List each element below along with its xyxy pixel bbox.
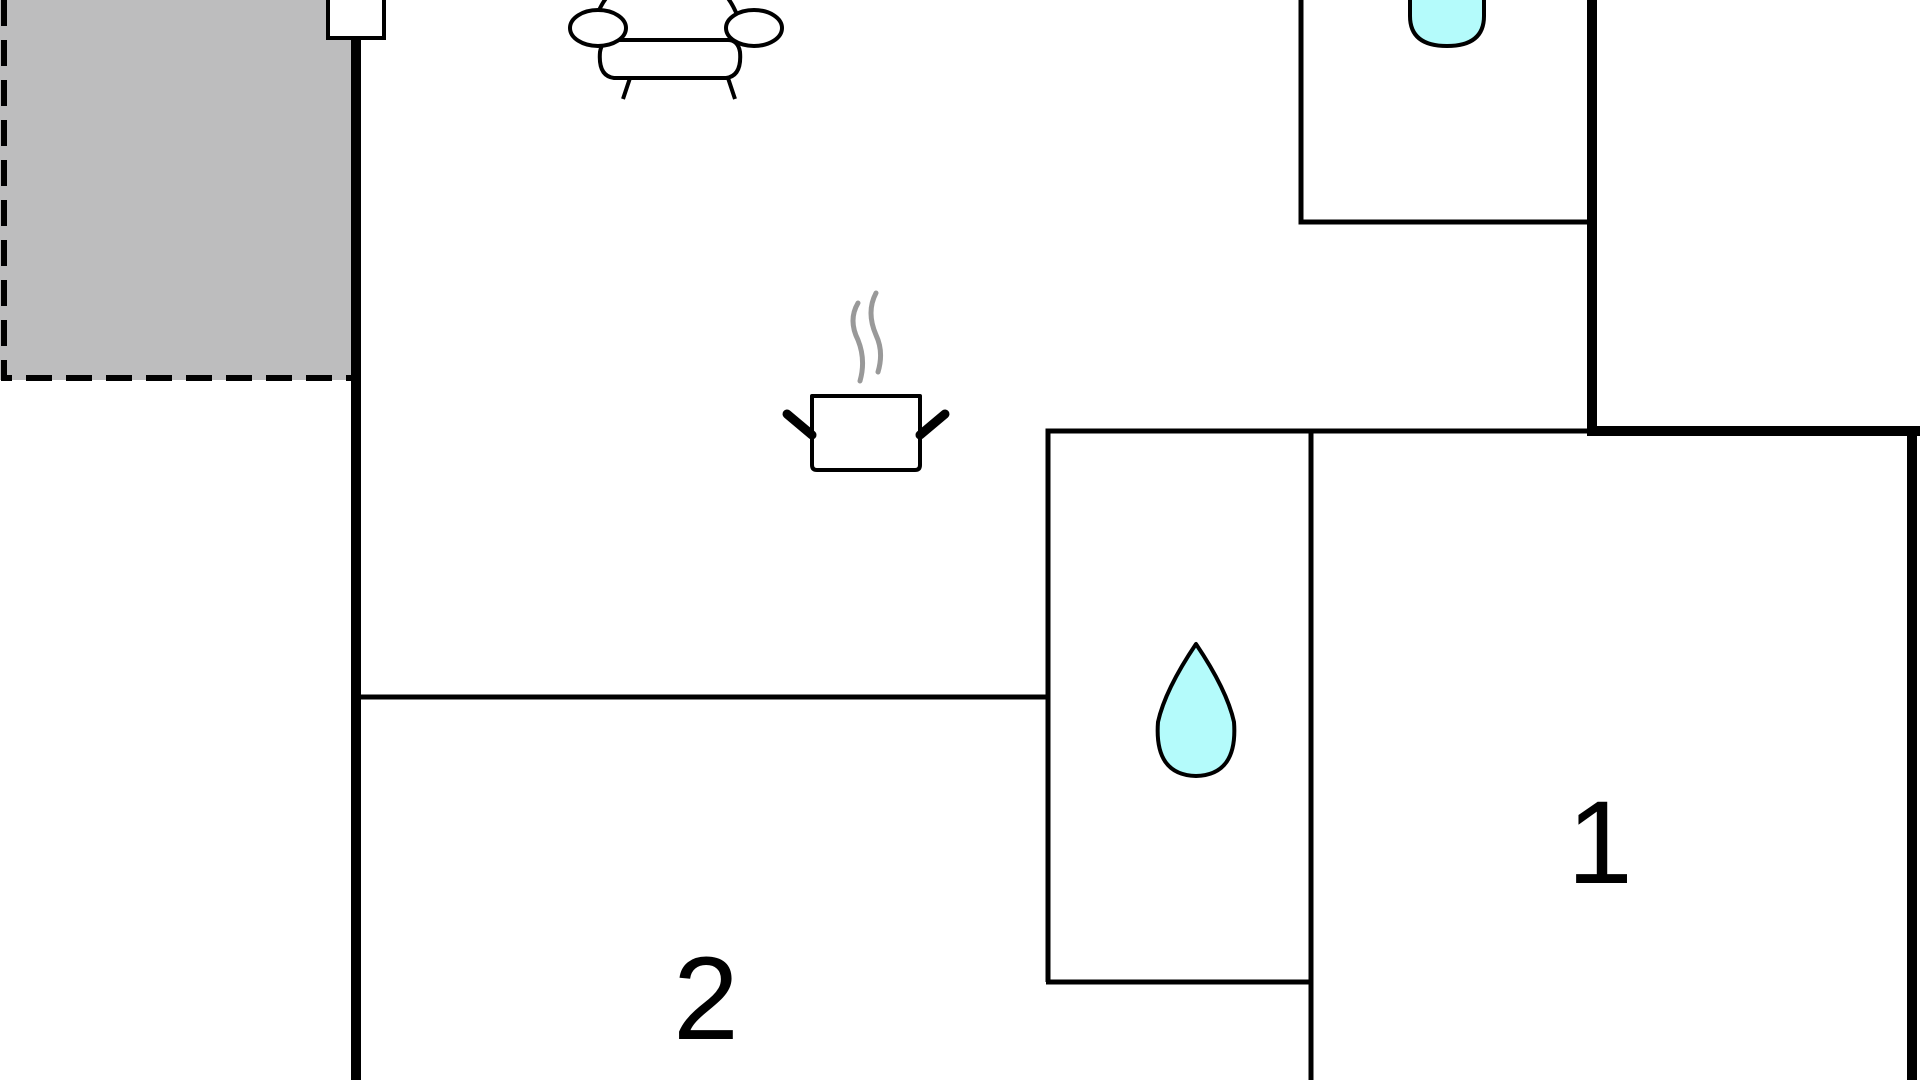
terrace-dashed-border (1, 0, 352, 381)
water-drop-icon (1408, 0, 1486, 48)
water-drop-icon (1155, 642, 1237, 778)
pot-body (810, 394, 922, 472)
bathroom-upper (1298, 0, 1590, 225)
terrace-area (0, 0, 352, 381)
pot-handle-right (915, 409, 950, 440)
door-post (326, 0, 386, 40)
room-number-2: 2 (673, 933, 739, 1065)
wall-bath-bedroom1-top (1045, 428, 1590, 982)
cooking-pot-icon (782, 290, 950, 472)
room-number-1: 1 (1567, 777, 1633, 909)
sofa-icon (568, 0, 784, 100)
bathroom-upper-walls (1298, 0, 1590, 225)
steam-lines (850, 290, 884, 384)
terrace-fill (0, 0, 352, 380)
pot-handle-left (782, 409, 817, 440)
